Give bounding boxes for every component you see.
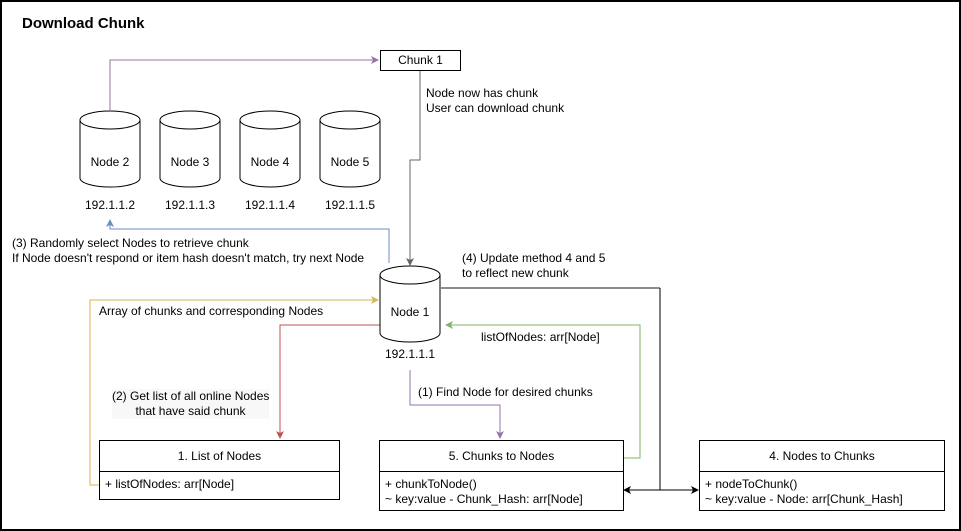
node-1-ip: 192.1.1.1	[384, 347, 436, 361]
class-title: 5. Chunks to Nodes	[380, 441, 623, 472]
class-list-of-nodes: 1. List of Nodes + listOfNodes: arr[Node…	[99, 440, 340, 500]
label-node-has-chunk-1: Node now has chunk	[426, 86, 539, 100]
label-step3-2: If Node doesn't respond or item hash doe…	[12, 251, 365, 265]
cylinder-node-1	[379, 265, 441, 343]
class-member: + listOfNodes: arr[Node]	[105, 477, 235, 491]
cylinder-node-2	[79, 110, 141, 188]
cylinder-node-5	[319, 110, 381, 188]
class-member: ~ key:value - Node: arr[Chunk_Hash]	[705, 492, 903, 506]
edge-node2-to-chunk	[109, 56, 379, 110]
class-member: + chunkToNode()	[385, 477, 477, 491]
node-5-label: Node 5	[330, 155, 370, 169]
node-3-label: Node 3	[170, 155, 210, 169]
node-2-label: Node 2	[90, 155, 130, 169]
node-3-ip: 192.1.1.3	[164, 198, 216, 212]
label-step2-1: (2) Get list of all online Nodes	[112, 389, 270, 404]
diagram-title: Download Chunk	[22, 15, 145, 32]
node-4-ip: 192.1.1.4	[244, 198, 296, 212]
edge-chunk-to-node1	[406, 71, 421, 266]
class-member: + nodeToChunk()	[705, 477, 798, 491]
class-title: 4. Nodes to Chunks	[700, 441, 944, 472]
label-step4-2: to reflect new chunk	[462, 266, 569, 280]
node-1-label: Node 1	[390, 305, 430, 319]
cylinder-node-4	[239, 110, 301, 188]
edge-list-to-node1	[89, 296, 379, 486]
class-member: ~ key:value - Chunk_Hash: arr[Node]	[385, 492, 583, 506]
label-step4-1: (4) Update method 4 and 5	[462, 251, 606, 265]
label-step2-2: that have said chunk	[112, 404, 269, 419]
label-node-has-chunk-2: User can download chunk	[426, 101, 565, 115]
edge-node1-to-list	[276, 324, 380, 439]
edge-chunks-to-nodes-to-node1	[445, 321, 641, 459]
edge-node1-to-node2	[106, 219, 390, 263]
class-nodes-to-chunks: 4. Nodes to Chunks + nodeToChunk() ~ key…	[699, 440, 945, 511]
edge-node1-to-chunks-to-nodes	[409, 370, 504, 439]
class-chunks-to-nodes: 5. Chunks to Nodes + chunkToNode() ~ key…	[379, 440, 624, 511]
node-2-ip: 192.1.1.2	[84, 198, 136, 212]
class-title: 1. List of Nodes	[100, 441, 339, 472]
chunk-box: Chunk 1	[380, 50, 461, 71]
label-step3-1: (3) Randomly select Nodes to retrieve ch…	[12, 236, 249, 250]
cylinder-node-3	[159, 110, 221, 188]
label-step1: (1) Find Node for desired chunks	[418, 385, 593, 399]
node-4-label: Node 4	[250, 155, 290, 169]
node-5-ip: 192.1.1.5	[324, 198, 376, 212]
label-array-of-chunks: Array of chunks and corresponding Nodes	[99, 304, 324, 318]
label-list-of-nodes-return: listOfNodes: arr[Node]	[481, 330, 600, 344]
